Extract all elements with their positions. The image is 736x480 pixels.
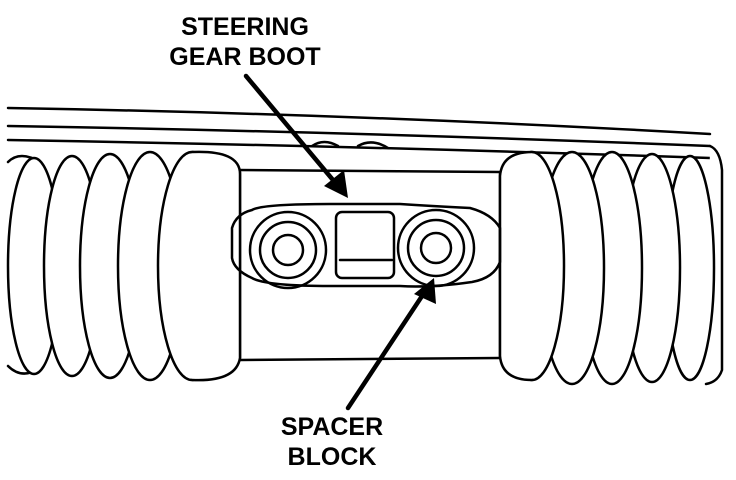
steering-gear-boot-label: STEERING GEAR BOOT: [150, 12, 340, 72]
boot-arrowhead: [324, 170, 348, 198]
right-boot: [498, 144, 724, 386]
steering-gear-boot-label-line-1: STEERING: [181, 13, 309, 41]
spacer-block-label-line-1: SPACER: [280, 413, 384, 441]
spacer-leader-line: [345, 287, 429, 411]
leader-arrows: [243, 73, 429, 411]
spacer-arrowhead: [414, 278, 436, 304]
rack-housing: [236, 168, 502, 362]
spacer-block-label-line-2: BLOCK: [287, 443, 377, 471]
steering-gear-boot-label-line-2: GEAR BOOT: [169, 43, 321, 71]
left-boot: [6, 150, 242, 382]
spacer-block: [230, 202, 502, 290]
boot-leader-line: [243, 73, 341, 189]
spacer-block-label: SPACER BLOCK: [262, 412, 402, 472]
frame-rail: [6, 106, 712, 160]
